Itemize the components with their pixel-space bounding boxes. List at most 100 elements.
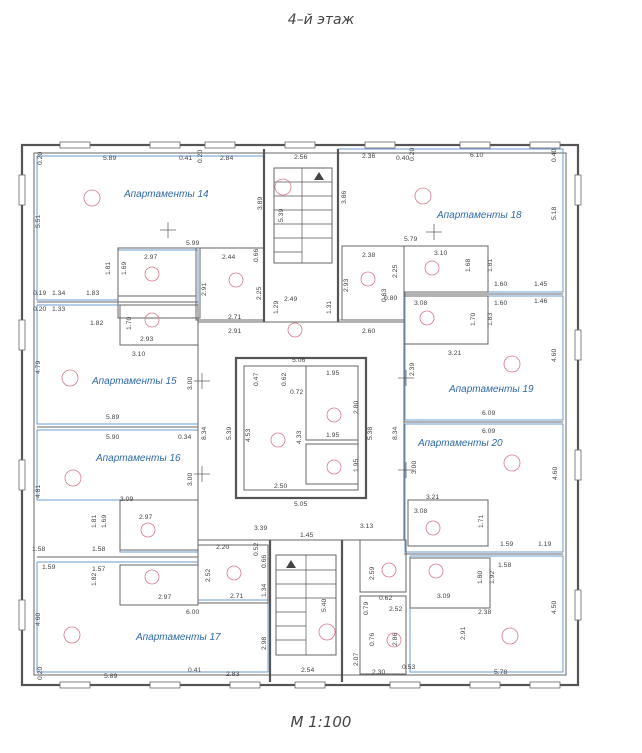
svg-text:1.69: 1.69 — [121, 262, 128, 275]
staircase-lower — [275, 554, 337, 656]
svg-text:1.60: 1.60 — [494, 281, 507, 288]
dimensions-lower-right: 1.58 1.80 1.92 3.09 2.38 2.91 4.50 5.78 — [437, 562, 558, 676]
apartment-label-16: Апартаменты 16 — [95, 453, 181, 464]
svg-text:5.39: 5.39 — [226, 427, 233, 440]
svg-text:5.05: 5.05 — [294, 501, 307, 508]
svg-text:1.70: 1.70 — [470, 313, 477, 326]
inner-wall-outline — [33, 152, 567, 676]
apartment-label-17: Апартаменты 17 — [135, 632, 221, 643]
svg-text:1.29: 1.29 — [273, 301, 280, 314]
svg-text:1.58: 1.58 — [92, 546, 105, 553]
svg-text:1.92: 1.92 — [489, 571, 496, 584]
svg-text:4.60: 4.60 — [552, 467, 559, 480]
svg-text:8.34: 8.34 — [392, 427, 399, 440]
dimension-ticks — [160, 222, 442, 482]
svg-text:3.08: 3.08 — [414, 300, 427, 307]
dimensions-upper-left: 5.51 3.89 5.99 2.97 1.81 1.69 2.44 0.66 … — [35, 197, 285, 300]
svg-text:1.80: 1.80 — [477, 571, 484, 584]
dimensions-lower-left: 4.81 3.00 3.09 1.81 1.69 2.97 1.58 1.58 … — [32, 473, 268, 568]
svg-text:2.54: 2.54 — [301, 667, 314, 674]
svg-text:1.71: 1.71 — [478, 515, 485, 528]
svg-text:1.34: 1.34 — [261, 584, 268, 597]
svg-text:1.59: 1.59 — [500, 541, 513, 548]
dimensions-lower-left-row: 1.59 1.57 1.82 2.52 2.97 2.71 6.00 1.34 … — [35, 564, 268, 680]
apartment-label-15: Апартаменты 15 — [91, 376, 177, 387]
svg-text:1.81: 1.81 — [105, 262, 112, 275]
svg-text:1.81: 1.81 — [91, 515, 98, 528]
svg-text:6.09: 6.09 — [482, 428, 495, 435]
svg-text:2.52: 2.52 — [389, 606, 402, 613]
svg-text:5.06: 5.06 — [292, 357, 305, 364]
svg-text:1.57: 1.57 — [92, 566, 105, 573]
svg-text:5.89: 5.89 — [103, 155, 116, 162]
svg-text:1.68: 1.68 — [465, 259, 472, 272]
svg-text:2.30: 2.30 — [372, 669, 385, 676]
svg-text:5.51: 5.51 — [35, 215, 42, 228]
svg-text:0.40: 0.40 — [551, 149, 558, 162]
svg-text:5.89: 5.89 — [104, 673, 117, 680]
svg-text:2.71: 2.71 — [228, 314, 241, 321]
svg-text:3.09: 3.09 — [437, 593, 450, 600]
svg-text:0.80: 0.80 — [384, 295, 397, 302]
svg-text:2.25: 2.25 — [392, 265, 399, 278]
svg-text:2.97: 2.97 — [144, 254, 157, 261]
svg-text:5.79: 5.79 — [404, 236, 417, 243]
svg-text:0.62: 0.62 — [281, 373, 288, 386]
svg-text:0.41: 0.41 — [179, 155, 192, 162]
svg-text:2.38: 2.38 — [362, 252, 375, 259]
svg-text:1.69: 1.69 — [101, 515, 108, 528]
svg-text:2.97: 2.97 — [158, 594, 171, 601]
svg-text:2.25: 2.25 — [256, 287, 263, 300]
svg-text:0.20: 0.20 — [37, 667, 44, 680]
svg-text:1.59: 1.59 — [42, 564, 55, 571]
interior-walls — [37, 149, 563, 682]
svg-text:0.79: 0.79 — [363, 602, 370, 615]
svg-text:3.39: 3.39 — [254, 525, 267, 532]
svg-text:1.34: 1.34 — [52, 290, 65, 297]
apartment-label-14: Апартаменты 14 — [123, 189, 209, 200]
room-stamps — [61, 178, 521, 648]
svg-text:1.33: 1.33 — [52, 306, 65, 313]
svg-text:0.20: 0.20 — [409, 148, 416, 161]
dimensions-upper-right-row: 0.63 0.80 3.08 1.60 1.46 2.60 1.70 1.83 … — [362, 289, 558, 376]
svg-text:2.83: 2.83 — [226, 671, 239, 678]
svg-text:4.79: 4.79 — [35, 361, 42, 374]
svg-text:2.91: 2.91 — [460, 627, 467, 640]
svg-text:3.10: 3.10 — [434, 250, 447, 257]
svg-text:4.33: 4.33 — [296, 431, 303, 444]
svg-text:3.08: 3.08 — [414, 508, 427, 515]
svg-text:5.89: 5.89 — [106, 414, 119, 421]
svg-text:4.50: 4.50 — [551, 601, 558, 614]
dimensions-core: 5.06 0.47 0.62 1.95 0.72 4.53 4.33 2.80 … — [245, 357, 374, 508]
windows — [18, 141, 582, 689]
svg-text:1.81: 1.81 — [487, 259, 494, 272]
svg-text:1.95: 1.95 — [353, 459, 360, 472]
svg-text:3.21: 3.21 — [426, 494, 439, 501]
svg-text:2.59: 2.59 — [369, 567, 376, 580]
dimensions-middle-right: 6.09 6.09 8.34 3.00 4.60 3.21 3.08 1.71 … — [392, 410, 559, 548]
svg-text:3.09: 3.09 — [120, 496, 133, 503]
svg-text:1.70: 1.70 — [126, 317, 133, 330]
svg-text:0.41: 0.41 — [188, 667, 201, 674]
svg-text:1.82: 1.82 — [90, 320, 103, 327]
svg-text:0.66: 0.66 — [253, 249, 260, 262]
svg-text:2.86: 2.86 — [392, 633, 399, 646]
svg-text:2.84: 2.84 — [220, 155, 233, 162]
svg-text:2.52: 2.52 — [205, 569, 212, 582]
svg-text:1.46: 1.46 — [534, 298, 547, 305]
svg-text:3.21: 3.21 — [448, 350, 461, 357]
floor-title: 4–й этаж — [287, 12, 355, 28]
staircase-upper — [273, 167, 333, 264]
svg-text:2.60: 2.60 — [362, 328, 375, 335]
svg-text:0.47: 0.47 — [253, 373, 260, 386]
svg-text:1.95: 1.95 — [326, 370, 339, 377]
svg-text:3.89: 3.89 — [257, 197, 264, 210]
svg-text:2.71: 2.71 — [230, 593, 243, 600]
svg-text:2.38: 2.38 — [478, 609, 491, 616]
svg-text:2.44: 2.44 — [222, 254, 235, 261]
dimensions-top: 0.20 5.89 0.41 0.20 2.84 2.56 2.36 0.40 … — [37, 148, 558, 165]
svg-text:3.13: 3.13 — [360, 523, 373, 530]
apartment-label-20: Апартаменты 20 — [417, 438, 503, 449]
